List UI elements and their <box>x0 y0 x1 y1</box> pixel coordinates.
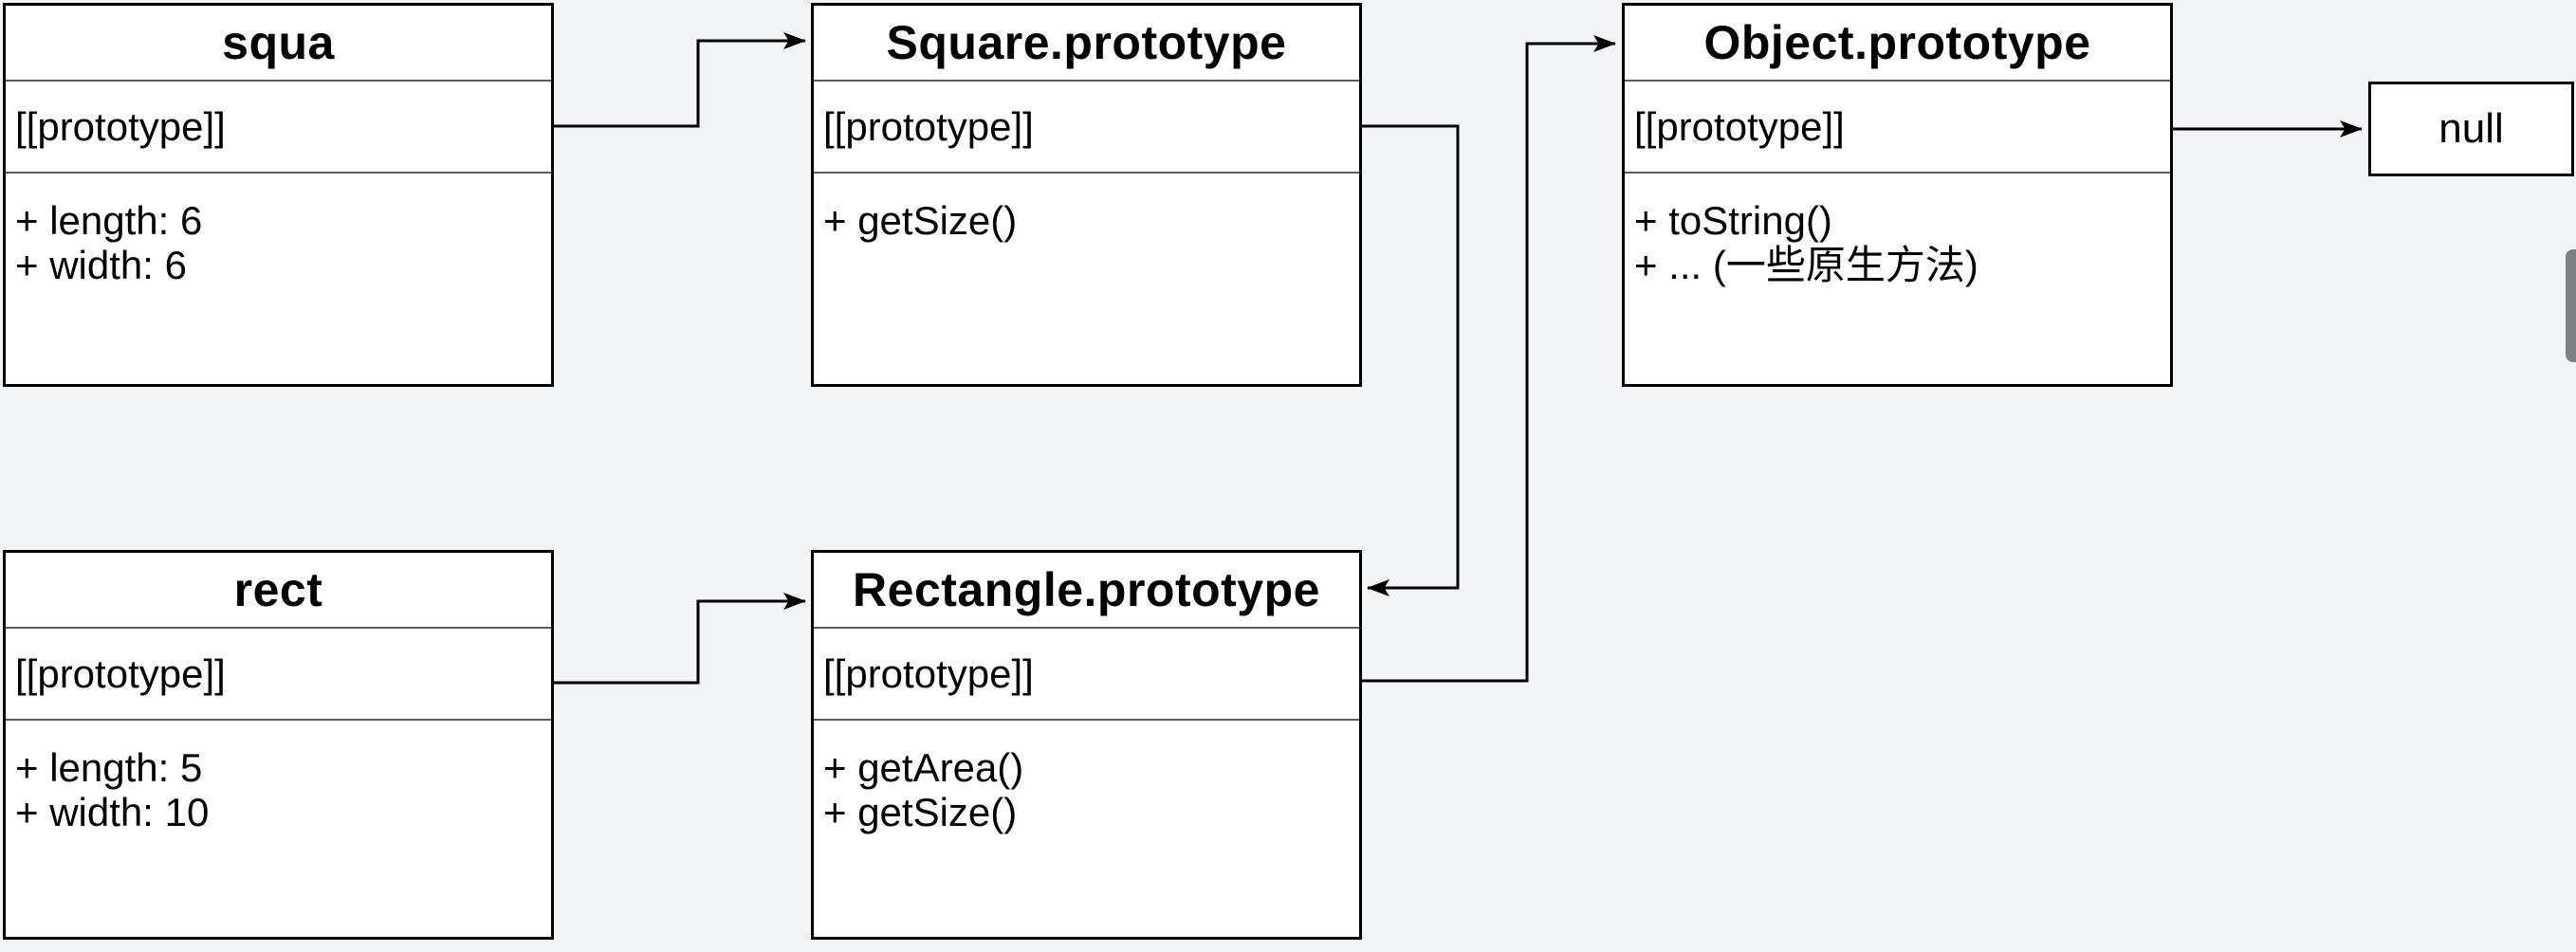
member-item: + length: 5 <box>15 745 203 790</box>
member-list: + getArea() + getSize() <box>814 721 1359 834</box>
box-title: rect <box>6 553 551 629</box>
prototype-field: [[prototype]] <box>6 629 551 721</box>
class-box-rect[interactable]: rect [[prototype]] + length: 5 + width: … <box>3 550 554 940</box>
box-title: Rectangle.prototype <box>814 553 1359 629</box>
prototype-field: [[prototype]] <box>1625 82 2170 174</box>
connector-rectangle-prototype-to-object-prototype[interactable] <box>1362 35 1616 683</box>
null-label: null <box>2438 105 2504 152</box>
class-box-squa[interactable]: squa [[prototype]] + length: 6 + width: … <box>3 3 554 387</box>
box-title: squa <box>6 6 551 82</box>
class-box-object-prototype[interactable]: Object.prototype [[prototype]] + toStrin… <box>1622 3 2173 387</box>
box-title: Square.prototype <box>814 6 1359 82</box>
vertical-scrollbar-thumb[interactable] <box>2566 249 2576 362</box>
connector-square-prototype-to-rectangle-prototype[interactable] <box>1362 124 1460 596</box>
member-item: + getArea() <box>823 745 1024 790</box>
prototype-field: [[prototype]] <box>814 629 1359 721</box>
member-item: + length: 6 <box>15 198 203 243</box>
connector-squa-to-square-prototype[interactable] <box>554 32 806 128</box>
member-list: + length: 5 + width: 10 <box>6 721 551 834</box>
prototype-field: [[prototype]] <box>814 82 1359 174</box>
box-title: Object.prototype <box>1625 6 2170 82</box>
member-list: + length: 6 + width: 6 <box>6 174 551 287</box>
member-item: + ... (一些原生方法) <box>1634 243 1978 287</box>
member-list: + getSize() <box>814 174 1359 243</box>
member-item: + toString() <box>1634 198 1832 243</box>
class-box-rectangle-prototype[interactable]: Rectangle.prototype [[prototype]] + getA… <box>811 550 1362 940</box>
member-item: + width: 6 <box>15 243 187 287</box>
null-terminator-box[interactable]: null <box>2368 82 2574 176</box>
member-item: + width: 10 <box>15 790 210 834</box>
member-list: + toString() + ... (一些原生方法) <box>1625 174 2170 287</box>
prototype-field: [[prototype]] <box>6 82 551 174</box>
connector-rect-to-rectangle-prototype[interactable] <box>554 593 806 685</box>
member-item: + getSize() <box>823 790 1018 834</box>
member-item: + getSize() <box>823 198 1018 243</box>
class-box-square-prototype[interactable]: Square.prototype [[prototype]] + getSize… <box>811 3 1362 387</box>
